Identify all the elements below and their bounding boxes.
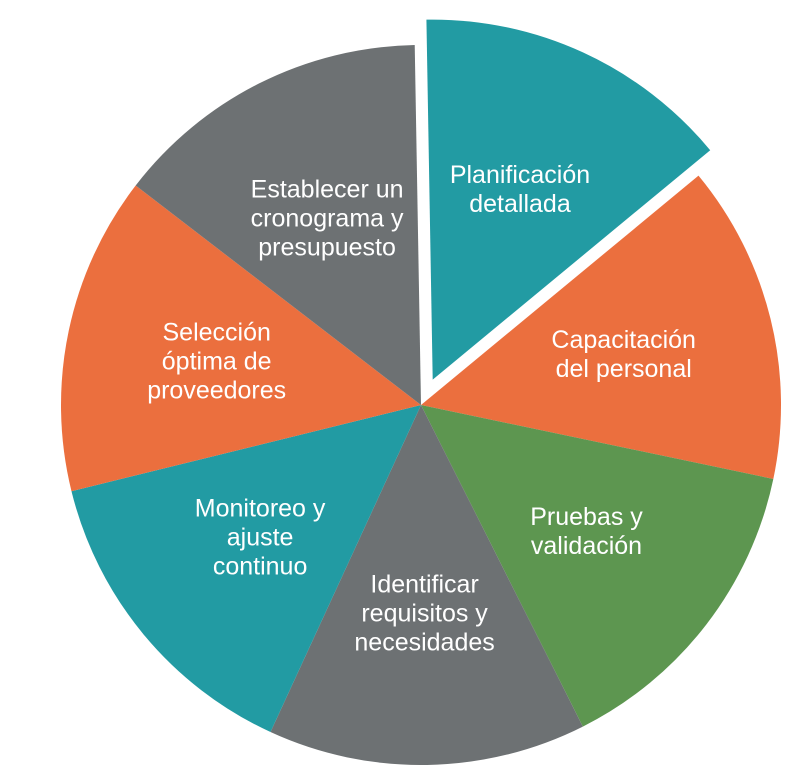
wheel-segment-4 [270, 405, 583, 766]
segment-label-6: Selección óptima de proveedores [147, 318, 287, 405]
segment-label-5: Monitoreo y ajuste continuo [194, 494, 326, 581]
wheel-segment-7 [135, 45, 422, 406]
segment-label-1: Planificación detallada [449, 160, 591, 218]
wheel-segment-2 [421, 175, 782, 479]
wheel-segment-5 [71, 405, 421, 733]
segment-label-4: Identificar requisitos y necesidades [354, 570, 495, 657]
segment-label-3: Pruebas y validación [530, 503, 643, 561]
wheel-segment-3 [421, 405, 774, 727]
wheel-segment-6 [61, 185, 422, 492]
segment-label-7: Establecer un cronograma y presupuesto [250, 175, 404, 261]
segment-label-2: Capacitación del personal [551, 326, 696, 383]
wheel-segment-1 [426, 19, 711, 380]
